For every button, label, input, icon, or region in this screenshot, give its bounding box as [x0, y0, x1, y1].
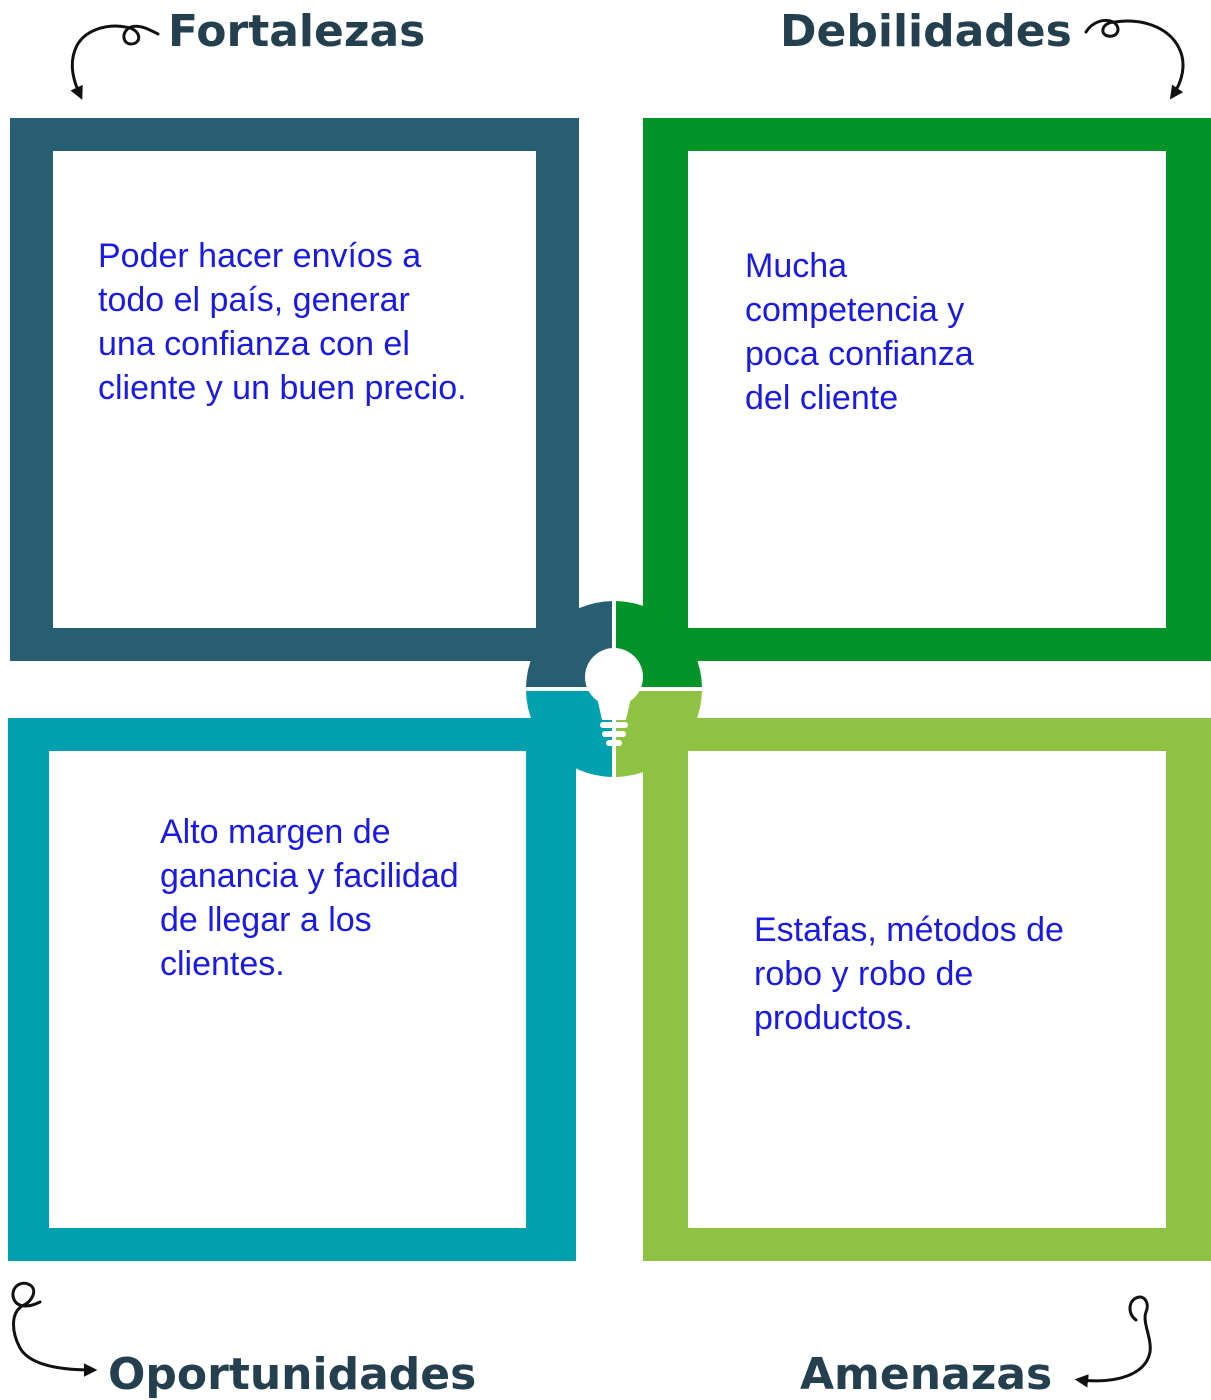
heading-debilidades: Debilidades [780, 6, 1072, 57]
hub-segment-amenazas [616, 691, 702, 777]
quadrant-amenazas [643, 718, 1211, 1261]
text-debilidades: Mucha competencia y poca confianza del c… [745, 247, 974, 417]
quadrant-oportunidades [8, 718, 576, 1261]
quadrant-debilidades [643, 118, 1211, 661]
hub-segment-oportunidades [526, 691, 612, 777]
text-oportunidades: Alto margen de ganancia y facilidad de l… [160, 813, 459, 983]
curly-arrow-icon [70, 24, 160, 100]
heading-fortalezas: Fortalezas [168, 6, 426, 57]
curly-arrow-icon [1084, 18, 1185, 100]
curly-arrow-icon [11, 1281, 98, 1377]
curly-arrow-icon [1074, 1295, 1152, 1388]
quadrant-fortalezas [10, 118, 579, 661]
text-fortalezas: Poder hacer envíos a todo el país, gener… [98, 237, 467, 407]
heading-oportunidades: Oportunidades [108, 1349, 477, 1400]
text-amenazas: Estafas, métodos de robo y robo de produ… [754, 911, 1064, 1037]
heading-amenazas: Amenazas [800, 1349, 1053, 1400]
lightbulb-icon [585, 648, 643, 746]
